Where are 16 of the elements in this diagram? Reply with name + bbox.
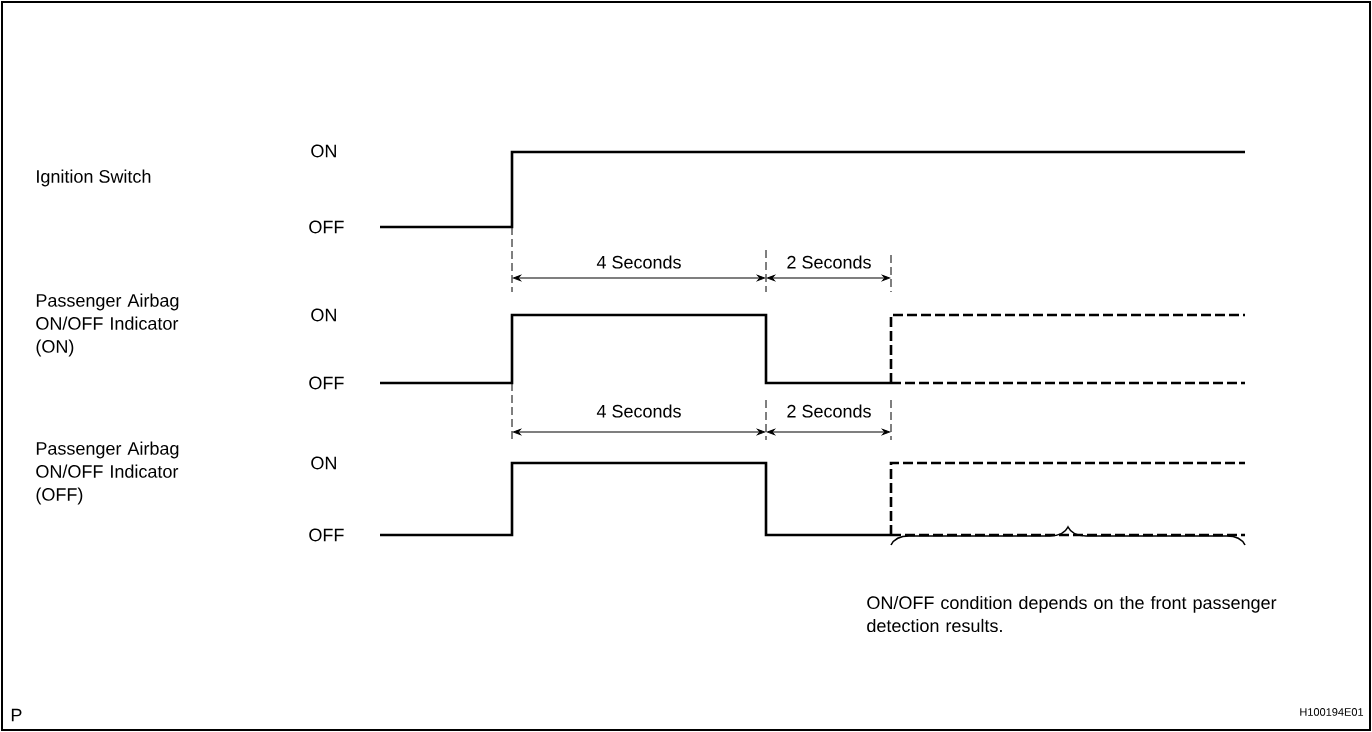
level-label: ON [311,456,336,470]
dimension-label: 4 Seconds [596,255,681,269]
level-label: ON [311,308,336,322]
level-label: OFF [309,220,344,234]
dimension-label: 2 Seconds [787,255,871,269]
dimension-label: 2 Seconds [787,404,871,418]
signal-name: Passenger Airbag ON/OFF Indicator (OFF) [36,441,179,505]
corner-mark: P [11,708,22,722]
level-label: ON [311,144,336,158]
signal-name: Passenger Airbag ON/OFF Indicator (ON) [36,293,179,357]
figure-code: H100194E01 [1300,708,1364,716]
note-text: ON/OFF condition depends on the front passenger detection results. [867,595,1277,633]
level-label: OFF [309,376,344,390]
signal-name: Ignition Switch [37,169,151,187]
dimension-label: 4 Seconds [596,404,681,418]
level-label: OFF [309,528,344,542]
